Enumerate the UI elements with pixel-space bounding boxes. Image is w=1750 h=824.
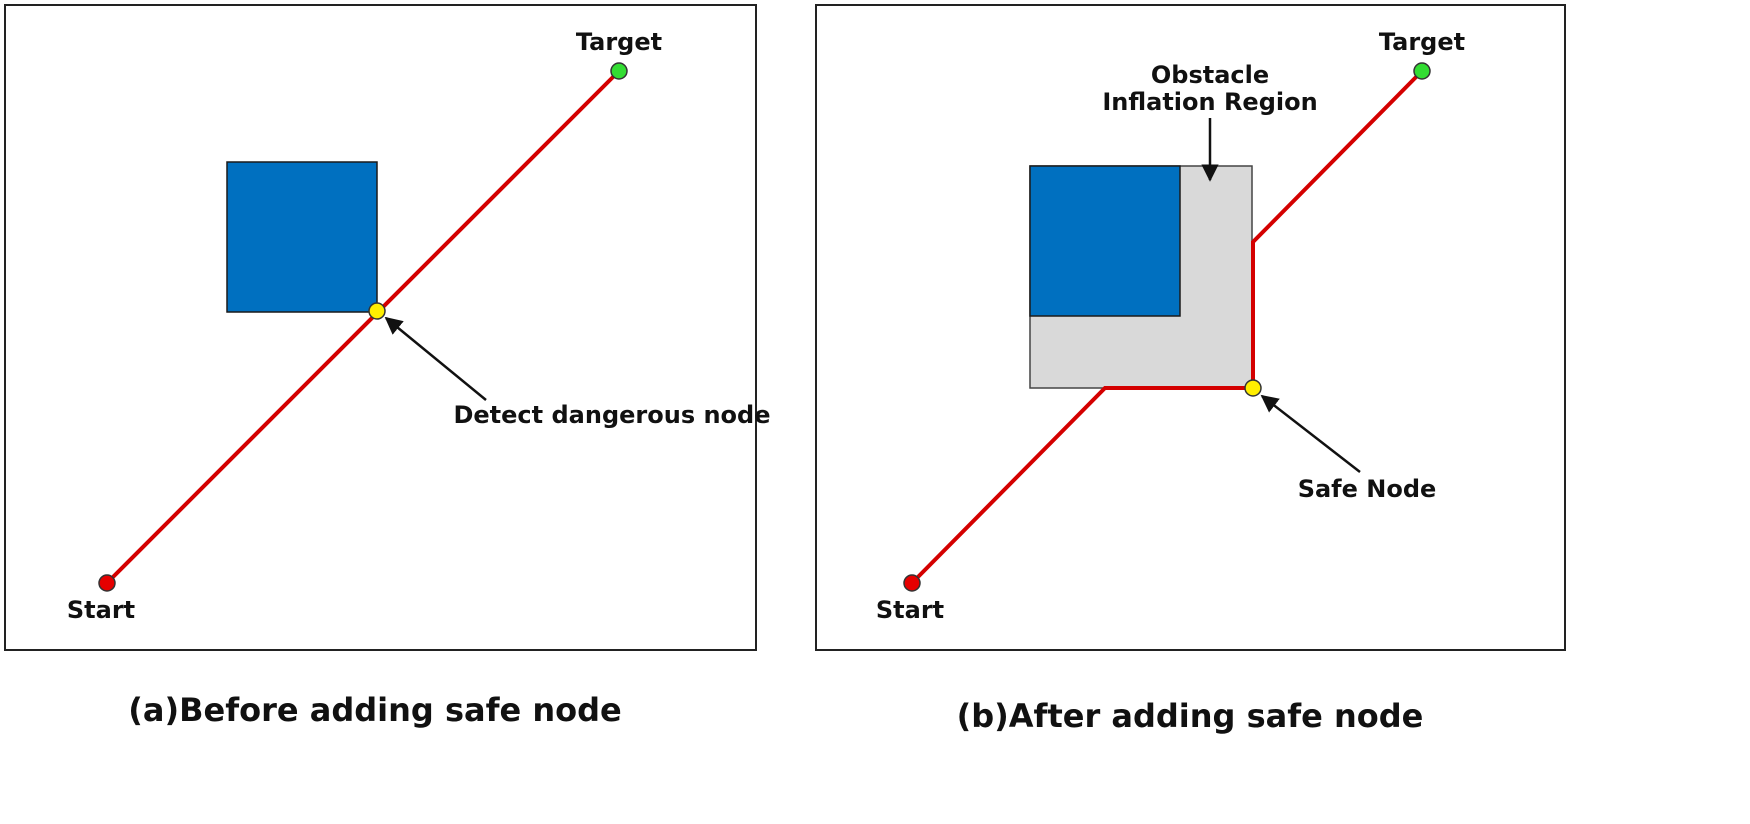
target-label: Target: [576, 28, 662, 56]
target-label: Target: [1379, 28, 1465, 56]
start-node: [98, 574, 116, 592]
safe-node-label: Safe Node: [1298, 475, 1437, 503]
panel-a: Target Start Detect dangerous node: [4, 4, 771, 651]
caption-a: (a)Before adding safe node: [128, 691, 621, 729]
inflation-label-line2: Inflation Region: [1102, 88, 1317, 116]
start-label: Start: [67, 596, 135, 624]
straight-path: [105, 69, 621, 585]
target-node: [610, 62, 628, 80]
caption-b: (b)After adding safe node: [957, 697, 1424, 735]
danger-label: Detect dangerous node: [453, 401, 770, 429]
danger-arrow: [384, 316, 487, 401]
safe-node: [1244, 379, 1262, 397]
obstacle-square: [226, 161, 378, 313]
start-node: [903, 574, 921, 592]
panel-b: Target Start Obstacle Inflation Region S…: [815, 4, 1566, 651]
obstacle-square: [1029, 165, 1181, 317]
panel-a-frame: [4, 4, 757, 651]
safe-node-arrow: [1260, 394, 1361, 473]
start-label: Start: [876, 596, 944, 624]
target-node: [1413, 62, 1431, 80]
inflation-label-line1: Obstacle: [1151, 61, 1269, 89]
dangerous-node: [368, 302, 386, 320]
